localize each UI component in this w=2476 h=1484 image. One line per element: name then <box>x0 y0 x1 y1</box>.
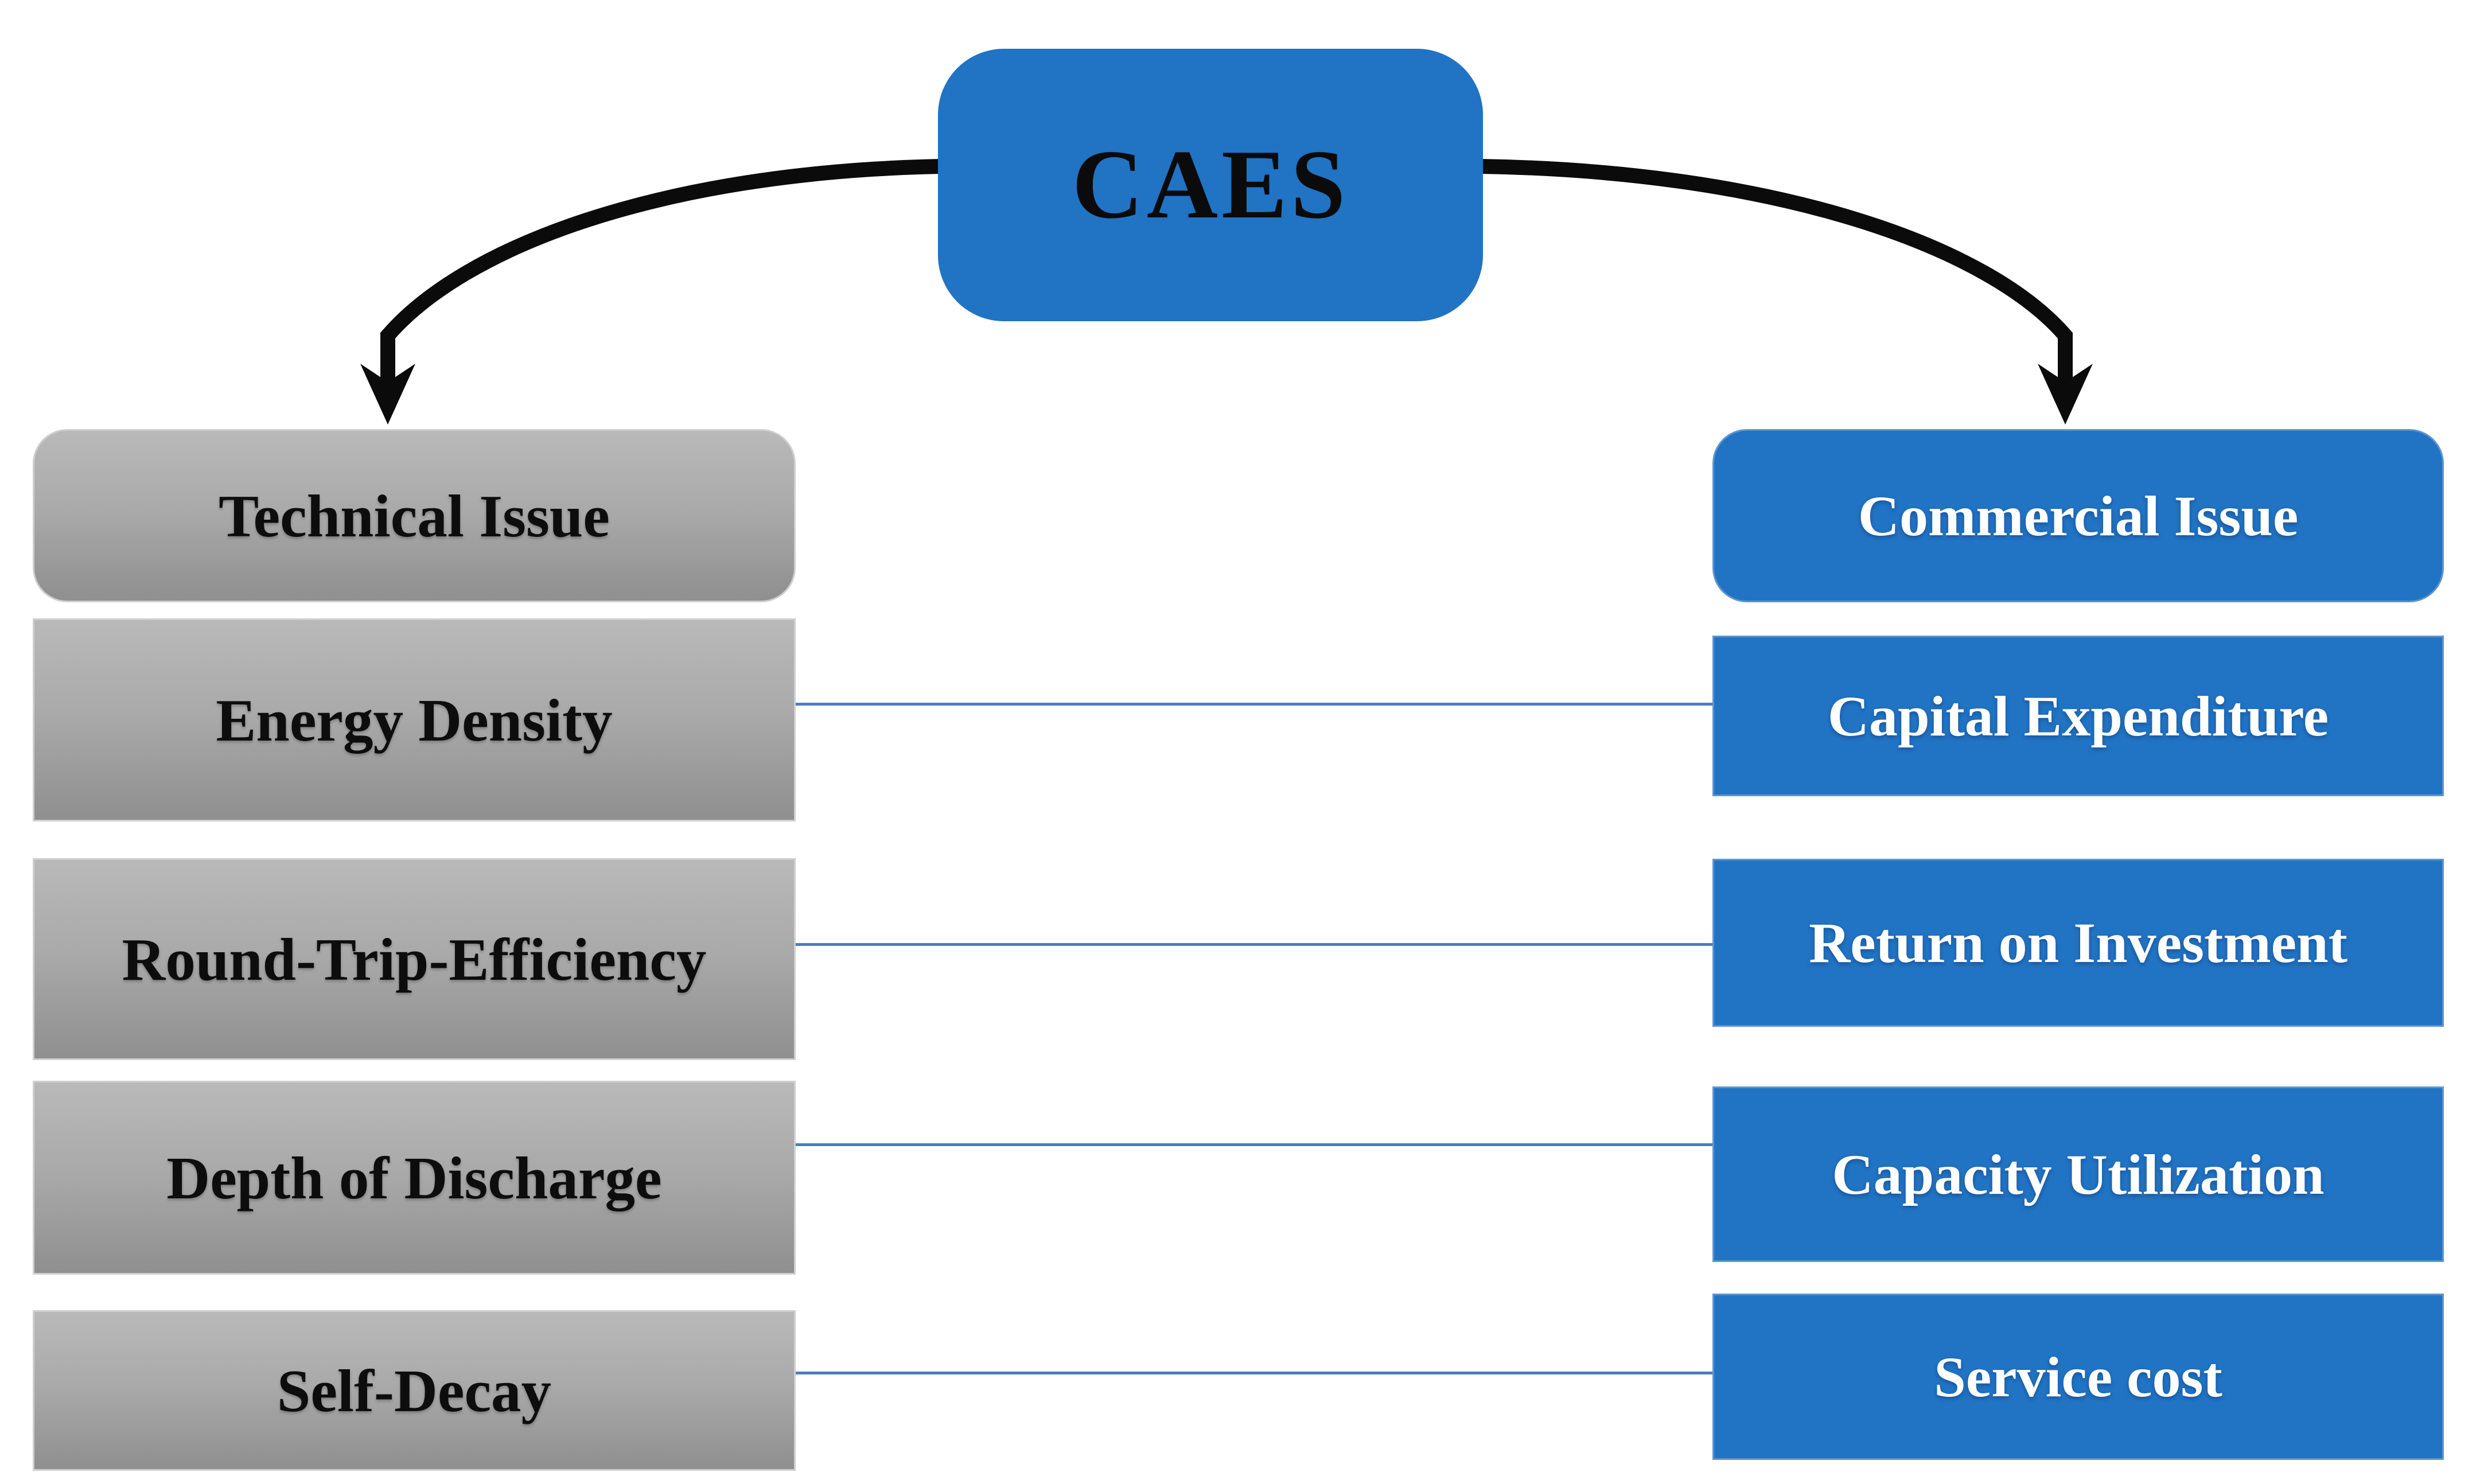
node-capital-expenditure: Capital Expenditure <box>1712 636 2444 796</box>
node-round-trip-efficiency-label: Round-Trip-Efficiency <box>122 925 707 993</box>
connector-depth-of-discharge-capacity-utilization <box>796 1143 1712 1146</box>
node-round-trip-efficiency: Round-Trip-Efficiency <box>33 858 796 1060</box>
node-return-on-investment-label: Return on Investment <box>1809 911 2347 975</box>
node-depth-of-discharge-label: Depth of Discharge <box>166 1144 662 1212</box>
connector-energy-density-capital-expenditure <box>796 703 1712 706</box>
node-service-cost: Service cost <box>1712 1294 2444 1460</box>
node-service-cost-label: Service cost <box>1934 1345 2222 1409</box>
node-commercial-issue: Commercial Issue <box>1712 429 2444 602</box>
node-caes: CAES <box>938 49 1483 321</box>
node-technical-issue-label: Technical Issue <box>219 482 610 550</box>
node-caes-label: CAES <box>1072 130 1349 239</box>
node-return-on-investment: Return on Investment <box>1712 859 2444 1027</box>
node-capacity-utilization: Capacity Utilization <box>1712 1086 2444 1262</box>
node-self-decay: Self-Decay <box>33 1310 796 1471</box>
connector-self-decay-service-cost <box>796 1372 1712 1374</box>
right-branch-arrowhead-icon <box>2038 364 2093 424</box>
connector-round-trip-efficiency-return-on-investment <box>796 943 1712 946</box>
node-technical-issue: Technical Issue <box>33 429 796 602</box>
node-capacity-utilization-label: Capacity Utilization <box>1832 1142 2325 1206</box>
right-branch-arrow-curve <box>1480 159 2073 385</box>
node-capital-expenditure-label: Capital Expenditure <box>1827 684 2329 748</box>
left-branch-arrow-curve <box>380 159 941 385</box>
node-energy-density-label: Energy Density <box>216 686 613 754</box>
node-depth-of-discharge: Depth of Discharge <box>33 1081 796 1275</box>
left-branch-arrowhead-icon <box>360 364 415 424</box>
node-energy-density: Energy Density <box>33 618 796 821</box>
node-commercial-issue-label: Commercial Issue <box>1858 484 2299 548</box>
node-self-decay-label: Self-Decay <box>277 1357 552 1424</box>
